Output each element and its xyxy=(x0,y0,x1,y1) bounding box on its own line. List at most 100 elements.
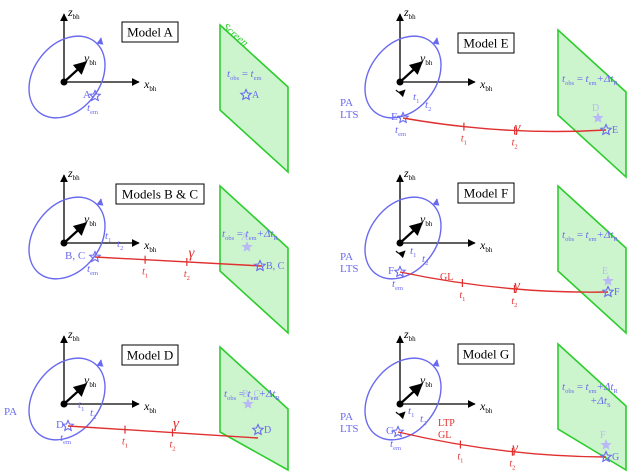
eq-delta-sub: R xyxy=(613,236,618,243)
ghost-image-label: F xyxy=(600,430,606,441)
t-letter: t xyxy=(170,440,173,451)
ray-sub: 2 xyxy=(514,144,517,151)
ray-time: t2 xyxy=(509,459,515,472)
ghost-image-star xyxy=(592,112,604,123)
orbit-direction-arrow xyxy=(432,198,440,206)
t-letter: t xyxy=(117,238,121,250)
gamma-label: γ xyxy=(515,120,522,136)
orbit-ellipse xyxy=(364,196,442,280)
eq-lhs: t xyxy=(227,68,231,80)
y-letter: y xyxy=(419,212,426,226)
one-sub: 1 xyxy=(416,98,419,105)
y-axis xyxy=(399,61,423,83)
emission-star xyxy=(391,425,405,438)
screen-plane xyxy=(557,28,627,179)
t-letter: t xyxy=(392,278,396,290)
eq-rhs: t xyxy=(586,381,590,393)
y-axis-label: ybh xyxy=(83,212,97,228)
emission-time: tem xyxy=(87,263,98,277)
image-label: E xyxy=(612,125,618,136)
eq-rhs-sub: em xyxy=(254,75,262,82)
eq-equals: = xyxy=(576,381,583,393)
emission-time: tem xyxy=(395,124,406,138)
emission-time: tem xyxy=(87,102,98,116)
orbit-ellipse xyxy=(28,35,106,119)
z-axis-label: zbh xyxy=(403,327,416,343)
ray-label: GL xyxy=(438,430,451,441)
orbit-direction-arrow xyxy=(432,37,440,45)
y-axis-label: ybh xyxy=(419,212,433,228)
z-letter: z xyxy=(67,327,73,341)
model-label: Model E xyxy=(463,36,508,51)
ray-sub: 2 xyxy=(514,302,517,309)
orbit-t2: t2 xyxy=(425,99,431,113)
screen-equation: tobs=tem+ΔtR xyxy=(562,229,618,243)
image-label: F xyxy=(614,287,620,298)
orbit-label: LTS xyxy=(340,423,359,435)
screen-equation: tobs=tem+ΔtR xyxy=(222,228,278,242)
em-sub: em xyxy=(90,270,98,277)
y-axis xyxy=(399,383,423,405)
ray-time: t2 xyxy=(170,440,176,453)
ghost-image-label: B, C xyxy=(242,389,261,400)
image-star xyxy=(599,450,613,463)
two-sub: 2 xyxy=(423,420,426,427)
emission-star xyxy=(393,265,407,278)
eq-lhs: t xyxy=(562,73,566,85)
eq-rhs: t xyxy=(586,73,590,85)
one-sub: 1 xyxy=(411,412,414,419)
model-box xyxy=(115,183,205,205)
y-axis-label: ybh xyxy=(419,373,433,389)
orbit-label: PA xyxy=(340,97,353,109)
y-letter: y xyxy=(419,373,426,387)
x-sub: bh xyxy=(485,407,493,415)
t-letter: t xyxy=(422,253,426,265)
z-sub: bh xyxy=(73,335,81,343)
y-axis xyxy=(399,222,423,244)
eq-delta: +Δt xyxy=(259,388,277,400)
x-letter: x xyxy=(479,238,486,252)
two-sub: 2 xyxy=(425,260,428,267)
ray-time: t1 xyxy=(457,452,463,465)
x-sub: bh xyxy=(149,407,157,415)
ray-sub: 1 xyxy=(462,296,465,303)
t-letter: t xyxy=(420,413,424,425)
t-letter: t xyxy=(184,269,187,280)
t-letter: t xyxy=(122,437,125,448)
ray-sub: 1 xyxy=(125,443,128,450)
screen-equation: tobs=tem+ΔtR xyxy=(562,73,618,87)
y-sub: bh xyxy=(425,59,433,67)
two-sub: 2 xyxy=(93,414,96,421)
light-ray xyxy=(402,117,607,133)
x-axis-label: xbh xyxy=(479,77,493,93)
eq-rhs: t xyxy=(248,388,252,400)
orbit-t1: t1 xyxy=(408,405,414,419)
x-letter: x xyxy=(143,399,150,413)
eq-rhs-sub: em xyxy=(589,80,597,87)
orbit-t2: t2 xyxy=(90,407,96,421)
screen-plane xyxy=(219,184,289,335)
z-letter: z xyxy=(403,166,409,180)
image-label: G xyxy=(612,452,619,463)
t-letter: t xyxy=(457,452,460,463)
orbit-direction-arrow xyxy=(96,359,104,367)
orbit-direction-arrow xyxy=(96,198,104,206)
screen-plane xyxy=(219,345,289,472)
orbit-direction-arrow xyxy=(432,359,440,367)
ghost-image-label: E xyxy=(602,266,608,277)
emission-star xyxy=(88,89,102,102)
orbit-t2: t2 xyxy=(422,253,428,267)
eq-equals: = xyxy=(576,73,583,85)
emission-label: B, C xyxy=(65,250,85,262)
emission-label: E xyxy=(391,111,398,123)
t-letter: t xyxy=(395,124,399,136)
ray-sub: 2 xyxy=(172,446,175,453)
gamma-label: γ xyxy=(512,441,519,457)
screen-plane xyxy=(219,23,289,174)
orbit-t1: t1 xyxy=(413,91,419,105)
ray-label: GL xyxy=(440,272,453,283)
x-letter: x xyxy=(143,77,150,91)
y-letter: y xyxy=(83,373,90,387)
